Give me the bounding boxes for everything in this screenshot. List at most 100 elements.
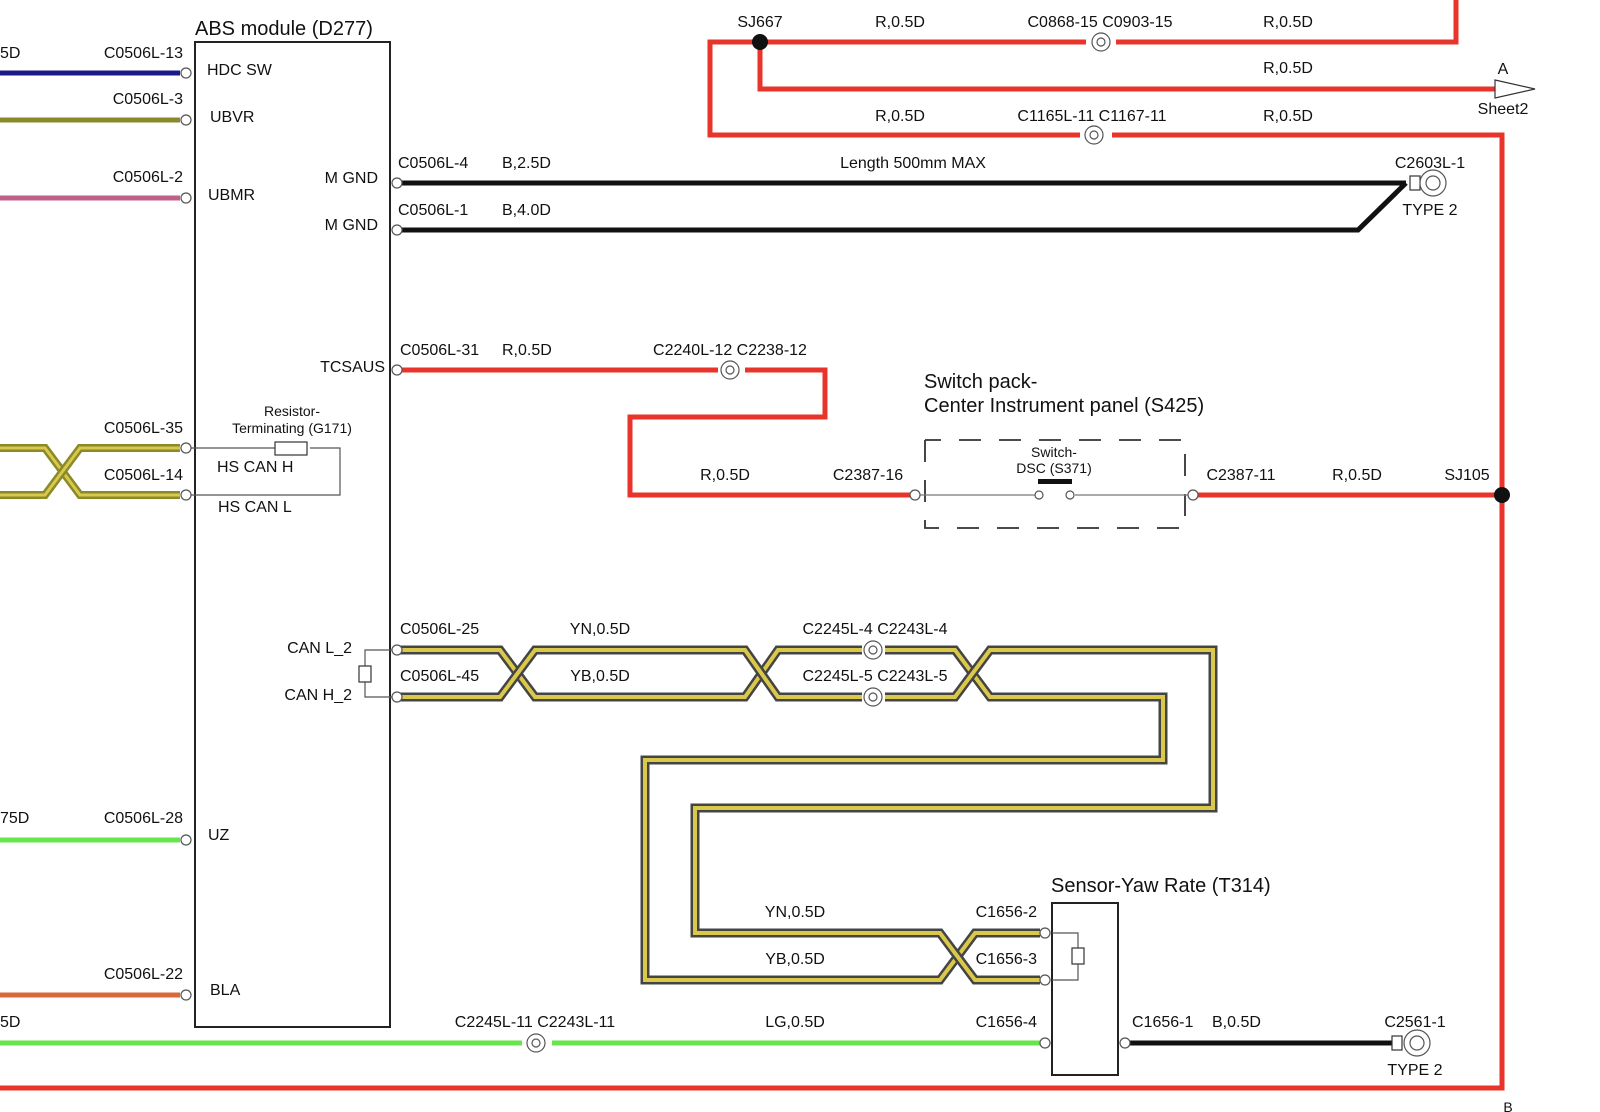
connector-c2561-1: C2561-1 bbox=[1384, 1014, 1445, 1031]
left-connector-labels: 5D C0506L-13 C0506L-3 C0506L-2 C0506L-35… bbox=[0, 45, 183, 1031]
connector-c2245-11: C2245L-11 C2243L-11 bbox=[455, 1014, 616, 1031]
connector-c0506l-28: C0506L-28 bbox=[104, 810, 183, 827]
abs-module-title: ABS module (D277) bbox=[195, 18, 373, 40]
top-red-loop: SJ667 R,0.5D C0868-15 C0903-15 R,0.5D R,… bbox=[737, 14, 1536, 145]
switch-contact-left bbox=[1034, 490, 1044, 500]
splice-sj105-label: SJ105 bbox=[1444, 467, 1489, 484]
switch-section: C0506L-31 R,0.5D C2240L-12 C2238-12 R,0.… bbox=[400, 342, 1510, 529]
pin-tcsaus bbox=[391, 364, 403, 376]
length-note: Length 500mm MAX bbox=[840, 155, 986, 172]
connector-c1656-2: C1656-2 bbox=[976, 904, 1037, 921]
wire-label-b25: B,2.5D bbox=[502, 155, 551, 172]
offsheet-sheet2: Sheet2 bbox=[1478, 101, 1529, 118]
type2-label-b: TYPE 2 bbox=[1387, 1062, 1442, 1079]
ground-eyelet-c2561 bbox=[1391, 1029, 1431, 1057]
wire-red-loop-top bbox=[0, 0, 1505, 1091]
pin-hs-can-h bbox=[180, 442, 192, 454]
connector-c1165-c1167: C1165L-11 C1167-11 bbox=[1017, 108, 1166, 125]
connector-c1656-3: C1656-3 bbox=[976, 951, 1037, 968]
inline-connector-c2240 bbox=[720, 360, 740, 380]
inline-connector-c2245-5 bbox=[863, 687, 883, 707]
pin-c1656-1 bbox=[1119, 1037, 1131, 1049]
abs-pin-hdc-sw: HDC SW bbox=[207, 62, 273, 79]
wire-label-top-1: R,0.5D bbox=[875, 14, 925, 31]
connector-c2245-4: C2245L-4 C2243L-4 bbox=[803, 621, 948, 638]
switch-pack-outline bbox=[924, 439, 1186, 529]
wire-label-sheet2: R,0.5D bbox=[1263, 60, 1313, 77]
ground-labels: C0506L-4 B,2.5D Length 500mm MAX C0506L-… bbox=[398, 155, 1465, 219]
wire-label-b40: B,4.0D bbox=[502, 202, 551, 219]
connector-c0506l-3: C0506L-3 bbox=[113, 91, 183, 108]
connector-c1656-4: C1656-4 bbox=[976, 1014, 1037, 1031]
connector-c0506l-1: C0506L-1 bbox=[398, 202, 468, 219]
bottom-labels: C2245L-11 C2243L-11 LG,0.5D C2561-1 TYPE… bbox=[455, 1014, 1513, 1112]
connector-c2240-c2238: C2240L-12 C2238-12 bbox=[653, 342, 807, 359]
inline-connector-c2245-11 bbox=[526, 1033, 546, 1053]
connector-c1656-1: C1656-1 bbox=[1132, 1014, 1193, 1031]
wire-label-left-75d: 75D bbox=[0, 810, 29, 827]
connector-c2387-16: C2387-16 bbox=[833, 467, 903, 484]
switch-contact-right bbox=[1065, 490, 1075, 500]
pin-hdc-sw bbox=[180, 67, 192, 79]
wire-red-sheet2 bbox=[757, 42, 1495, 92]
wire-label-yn-b: YN,0.5D bbox=[765, 904, 825, 921]
wire-label-yb-b: YB,0.5D bbox=[765, 951, 825, 968]
connector-c2603l-1: C2603L-1 bbox=[1395, 155, 1465, 172]
wire-label-top-2: R,0.5D bbox=[1263, 14, 1313, 31]
connector-c0506l-14: C0506L-14 bbox=[104, 467, 183, 484]
offsheet-b: B bbox=[1503, 1099, 1512, 1112]
wire-label-left-5d-bot: 5D bbox=[0, 1014, 20, 1031]
abs-pin-ubvr: UBVR bbox=[210, 109, 254, 126]
resistor-can2 bbox=[358, 649, 395, 698]
pin-m-gnd-2 bbox=[391, 224, 403, 236]
wire-label-tcsaus: R,0.5D bbox=[502, 342, 552, 359]
connector-c2245-5: C2245L-5 C2243L-5 bbox=[803, 668, 948, 685]
switch-pack-title-1: Switch pack- bbox=[924, 371, 1037, 393]
yaw-sensor-title: Sensor-Yaw Rate (T314) bbox=[1051, 875, 1271, 897]
connector-c0506l-22: C0506L-22 bbox=[104, 966, 183, 983]
abs-pin-can-h-2: CAN H_2 bbox=[284, 687, 352, 704]
wire-label-yb-a: YB,0.5D bbox=[570, 668, 630, 685]
yaw-sensor: Sensor-Yaw Rate (T314) YN,0.5D YB,0.5D C… bbox=[765, 875, 1271, 1076]
inline-connector-c0868 bbox=[1091, 32, 1111, 52]
connector-c0506l-4: C0506L-4 bbox=[398, 155, 468, 172]
yaw-resistor bbox=[1071, 947, 1085, 965]
switch-pack-title-2: Center Instrument panel (S425) bbox=[924, 395, 1204, 417]
abs-pin-tcsaus: TCSAUS bbox=[320, 359, 385, 376]
abs-pin-ubmr: UBMR bbox=[208, 187, 255, 204]
connector-c0506l-31: C0506L-31 bbox=[400, 342, 479, 359]
twisted-pair-can2 bbox=[397, 645, 1218, 985]
connector-c0506l-35: C0506L-35 bbox=[104, 420, 183, 437]
pin-ubmr bbox=[180, 192, 192, 204]
wire-tcsaus bbox=[397, 367, 910, 498]
resistor-label-1: Resistor- bbox=[264, 403, 320, 419]
wire-label-lg: LG,0.5D bbox=[765, 1014, 825, 1031]
abs-pin-m-gnd-1: M GND bbox=[325, 170, 378, 187]
pin-hs-can-l bbox=[180, 489, 192, 501]
abs-pin-m-gnd-2: M GND bbox=[325, 217, 378, 234]
abs-pin-hs-can-l: HS CAN L bbox=[218, 499, 292, 516]
pin-can-h-2 bbox=[391, 691, 403, 703]
wire-label-mid-1: R,0.5D bbox=[875, 108, 925, 125]
pin-c1656-2 bbox=[1039, 927, 1051, 939]
switch-dsc-label-2: DSC (S371) bbox=[1016, 460, 1091, 476]
pin-c2387-11 bbox=[1187, 489, 1199, 501]
ground-eyelet-c2603 bbox=[1409, 169, 1447, 197]
wire-label-switch-in: R,0.5D bbox=[700, 467, 750, 484]
abs-pin-can-l-2: CAN L_2 bbox=[287, 640, 352, 657]
wire-label-yn-a: YN,0.5D bbox=[570, 621, 630, 638]
pin-m-gnd-1 bbox=[391, 177, 403, 189]
splice-sj667 bbox=[752, 34, 768, 50]
splice-sj667-label: SJ667 bbox=[737, 14, 782, 31]
pin-c2387-16 bbox=[909, 489, 921, 501]
switch-dsc-actuator bbox=[1038, 479, 1072, 484]
wire-label-switch-out: R,0.5D bbox=[1332, 467, 1382, 484]
abs-pin-bla: BLA bbox=[210, 982, 241, 999]
connector-c0506l-13: C0506L-13 bbox=[104, 45, 183, 62]
type2-label-a: TYPE 2 bbox=[1402, 202, 1457, 219]
wires bbox=[0, 0, 1505, 1091]
wire-label-mid-2: R,0.5D bbox=[1263, 108, 1313, 125]
can2-labels: C0506L-25 C0506L-45 YN,0.5D YB,0.5D C224… bbox=[400, 621, 948, 707]
abs-module: ABS module (D277) HDC SW UBVR UBMR M GND… bbox=[180, 18, 403, 1028]
